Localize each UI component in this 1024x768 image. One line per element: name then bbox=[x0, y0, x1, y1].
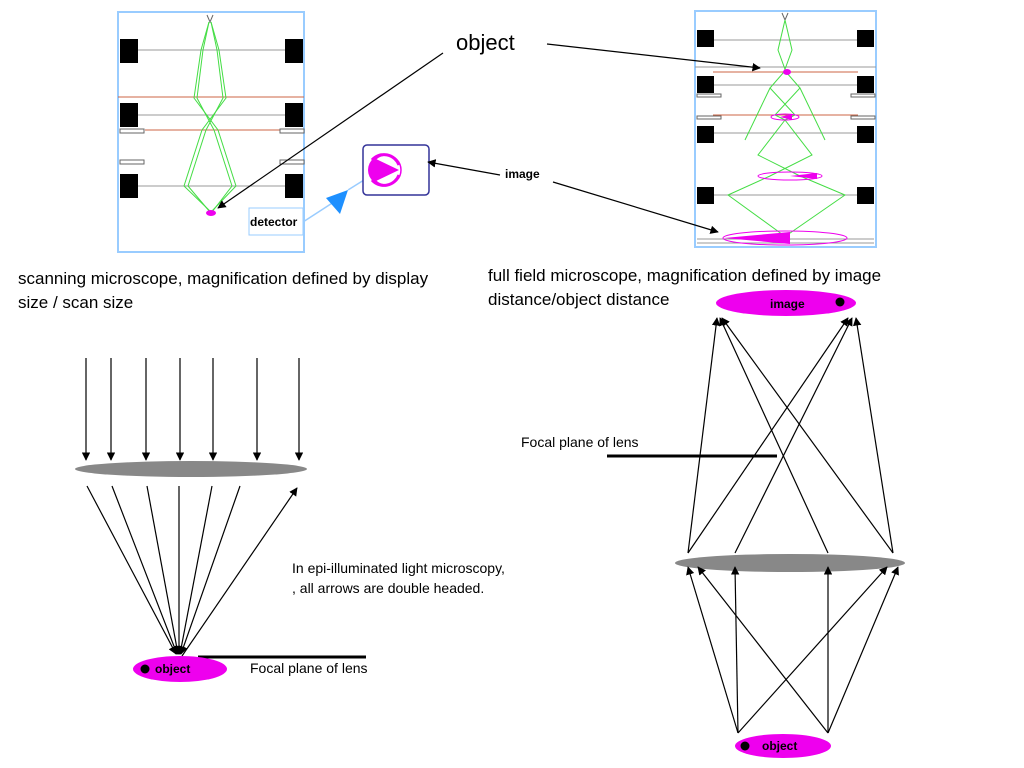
lens-left bbox=[75, 461, 307, 477]
focal-plane-label-right: Focal plane of lens bbox=[521, 434, 639, 450]
display-monitor bbox=[362, 144, 430, 196]
image-right bbox=[716, 290, 856, 316]
focal-plane-label-left: Focal plane of lens bbox=[250, 660, 368, 676]
scanning-microscope-schematic bbox=[117, 11, 305, 253]
fullfield-microscope-schematic bbox=[694, 10, 877, 248]
fullfield-ray-diagram bbox=[607, 290, 905, 758]
scanning-caption: scanning microscope, magnification defin… bbox=[18, 269, 429, 312]
detector-label: detector bbox=[250, 215, 298, 229]
object-left bbox=[133, 656, 227, 682]
object-right bbox=[735, 734, 831, 758]
image-label-top: image bbox=[505, 167, 540, 181]
fullfield-caption: full field microscope, magnification def… bbox=[488, 266, 882, 309]
object-callout-arrow-left bbox=[217, 52, 444, 209]
object-label-left: object bbox=[155, 662, 191, 676]
object-label-top: object bbox=[456, 30, 515, 55]
epi-note: In epi-illuminated light microscopy, , a… bbox=[292, 560, 505, 596]
image-callout-arrow-right bbox=[552, 181, 719, 234]
image-callout-arrow-left bbox=[427, 159, 501, 176]
object-callout-arrow-right bbox=[546, 43, 761, 72]
object-label-right: object bbox=[762, 739, 798, 753]
signal-triangle-icon bbox=[326, 190, 348, 214]
detector-box bbox=[248, 207, 304, 236]
image-label-right: image bbox=[770, 297, 805, 311]
epi-illumination-diagram bbox=[75, 358, 366, 682]
lens-right bbox=[675, 554, 905, 572]
